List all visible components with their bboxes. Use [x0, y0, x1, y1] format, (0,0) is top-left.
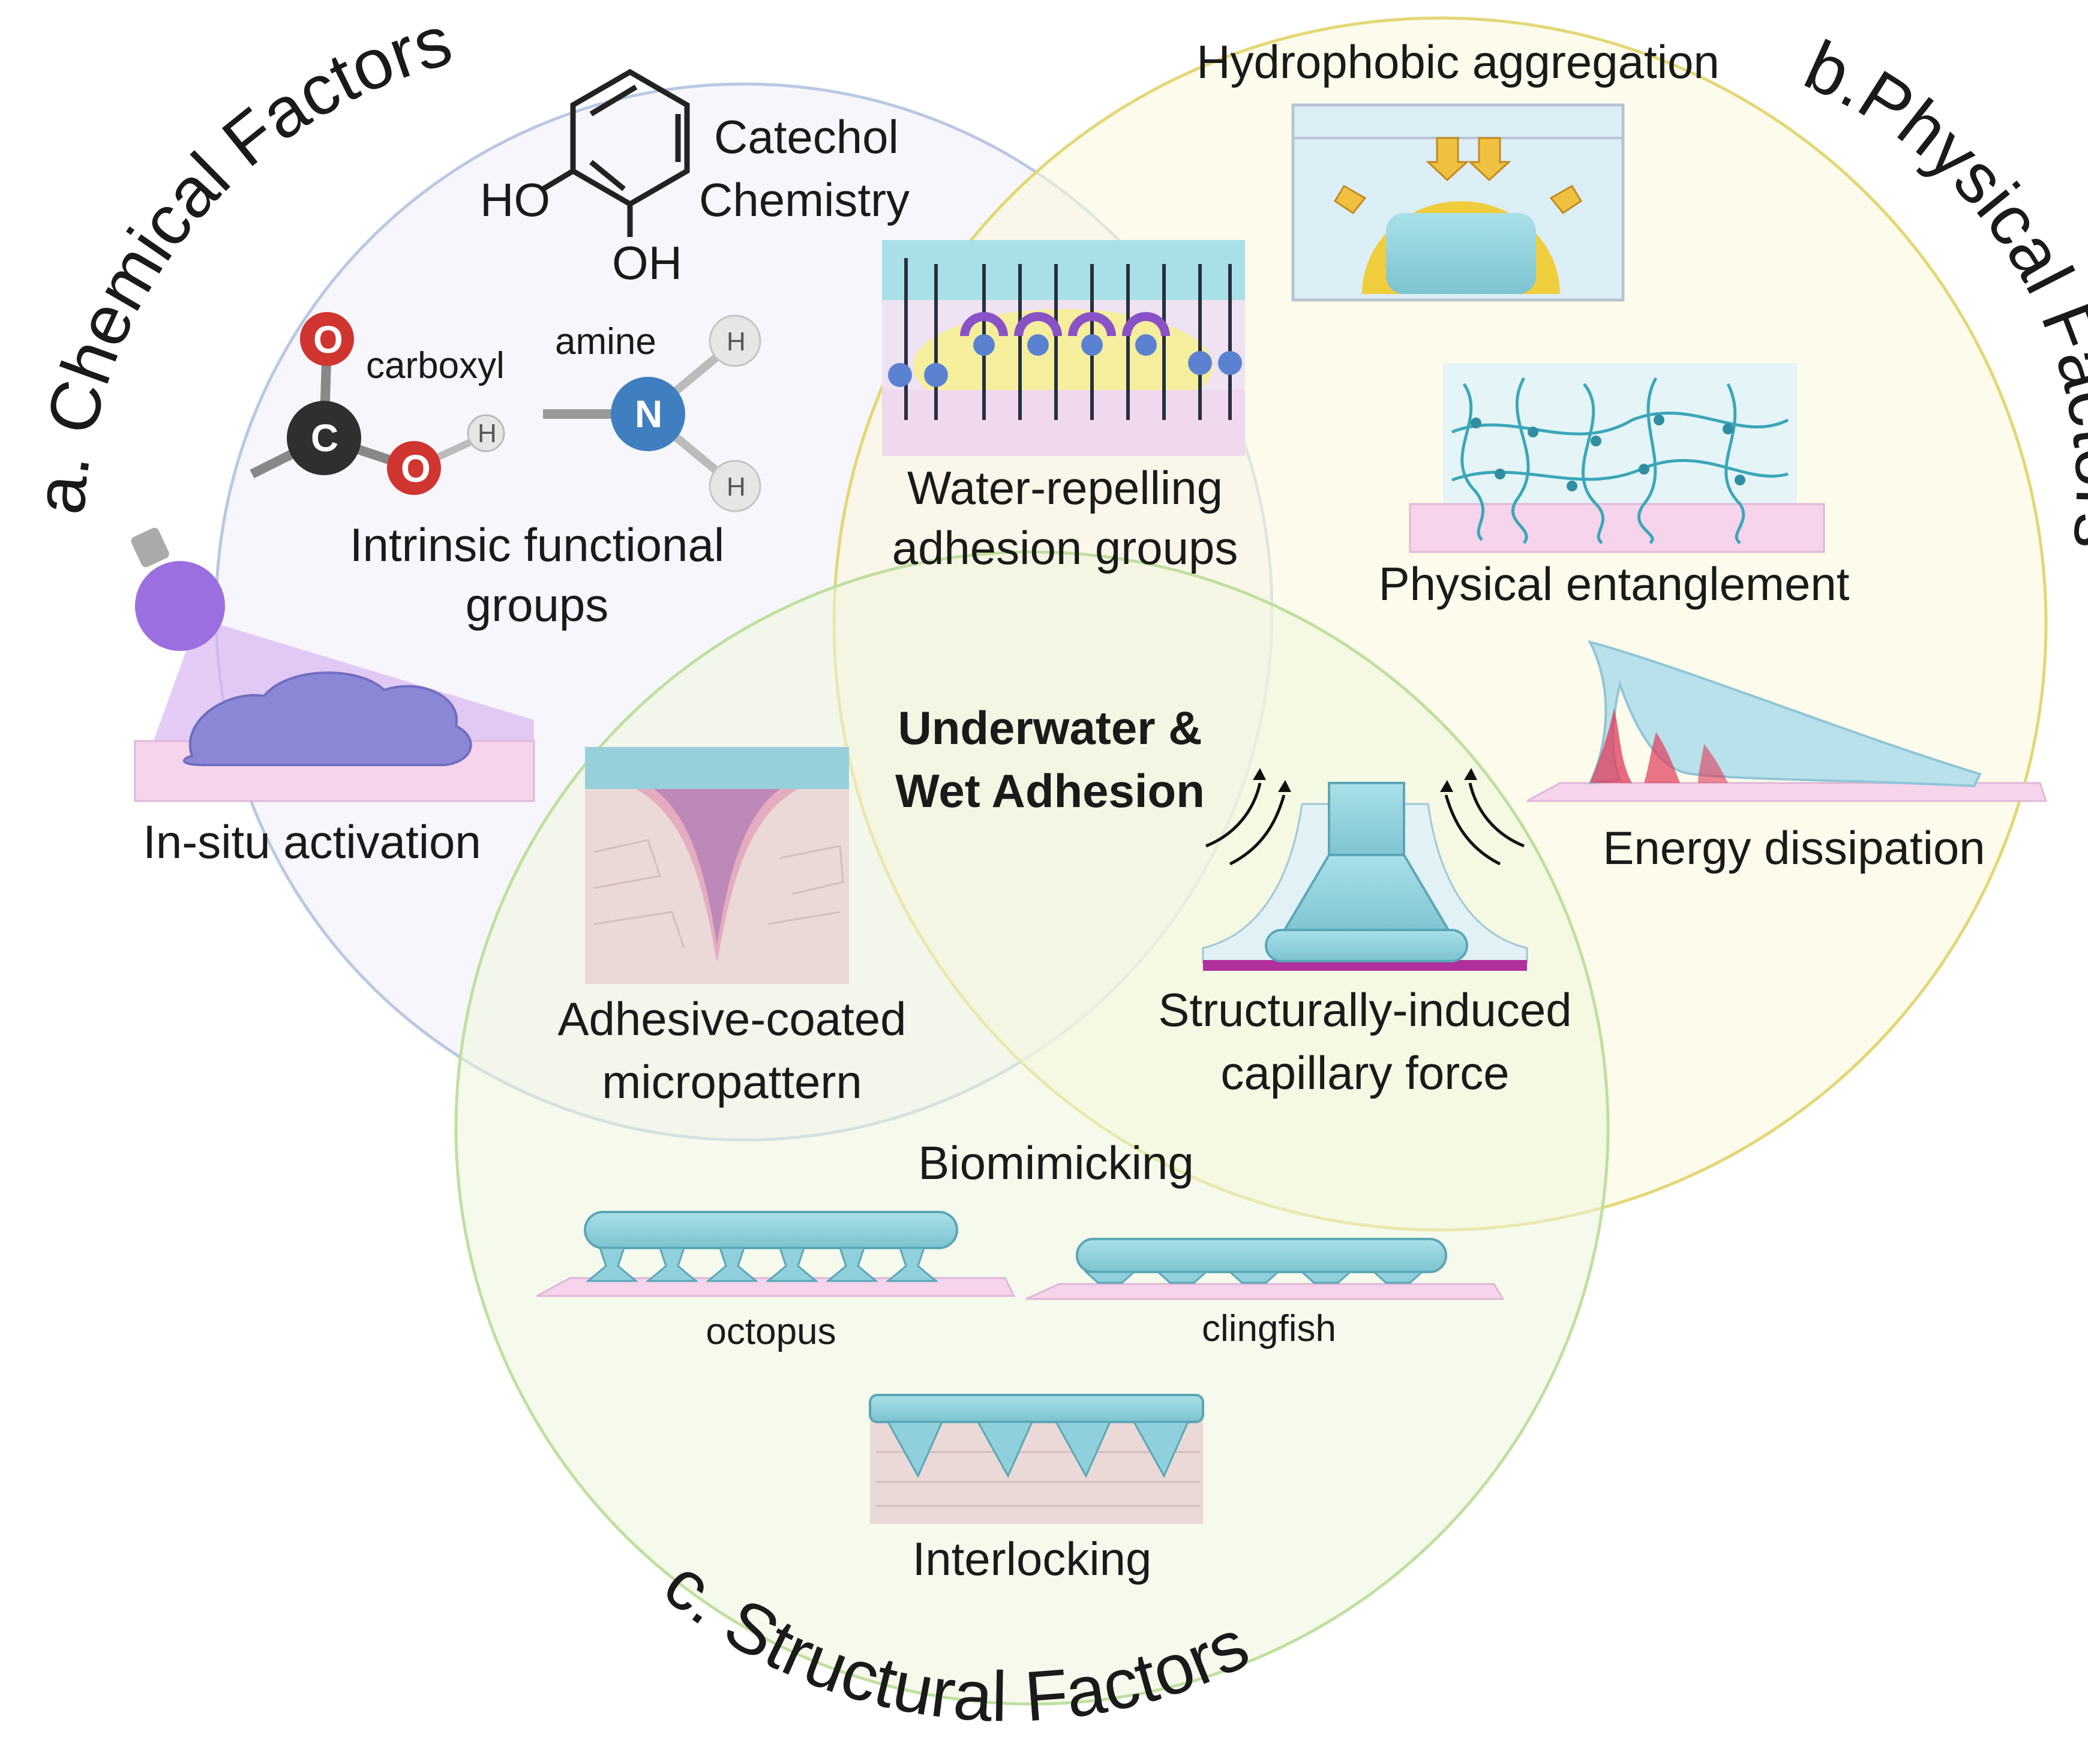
energy-dissipation-icon [1526, 640, 2048, 802]
atom-h-carboxyl: H [478, 419, 497, 448]
capillary-label-line1: Structurally-induced [1158, 983, 1571, 1036]
atom-o-bottom: O [401, 447, 431, 490]
catechol-label-line1: Catechol [714, 110, 899, 163]
intrinsic-label-line1: Intrinsic functional [350, 518, 724, 571]
interlocking-icon [869, 1394, 1204, 1524]
carboxyl-label: carboxyl [366, 345, 505, 386]
catechol-structure-icon [541, 68, 690, 237]
micropattern-icon [585, 747, 849, 984]
center-label-line2: Wet Adhesion [895, 764, 1205, 817]
interlocking-label: Interlocking [913, 1532, 1152, 1585]
water-repelling-label-line1: Water-repelling [907, 461, 1223, 514]
hydrophobic-label: Hydrophobic aggregation [1196, 35, 1720, 88]
hydrophobic-aggregation-icon [1291, 103, 1625, 302]
center-label-line1: Underwater & [898, 701, 1202, 754]
biomimicking-label: Biomimicking [918, 1136, 1193, 1189]
catechol-label-line2: Chemistry [699, 173, 910, 226]
atom-h-amine-bottom: H [727, 472, 746, 502]
atom-c: C [311, 416, 338, 460]
capillary-force-icon [1202, 768, 1528, 971]
amine-label: amine [555, 321, 656, 362]
insitu-label: In-situ activation [143, 815, 481, 868]
water-repelling-label-line2: adhesion groups [892, 521, 1238, 574]
atom-h-amine-top: H [727, 327, 746, 356]
entanglement-label: Physical entanglement [1379, 557, 1850, 610]
energy-label: Energy dissipation [1603, 821, 1985, 874]
amine-molecule-icon [543, 314, 761, 512]
clingfish-icon [1025, 1238, 1505, 1300]
in-situ-gel-icon [134, 671, 535, 802]
capillary-label-line2: capillary force [1220, 1046, 1509, 1099]
micropattern-label-line1: Adhesive-coated [557, 992, 906, 1045]
atom-o-top: O [313, 318, 343, 361]
atom-n: N [635, 392, 662, 436]
intrinsic-label-line2: groups [466, 578, 609, 631]
physical-entanglement-icon [1409, 363, 1825, 553]
micropattern-label-line2: micropattern [602, 1055, 862, 1108]
octopus-icon [536, 1211, 1016, 1297]
oh-label: OH [612, 236, 682, 289]
carboxyl-molecule-icon [250, 312, 505, 495]
octopus-label: octopus [706, 1311, 836, 1352]
water-repelling-icon [882, 240, 1245, 456]
ho-label: HO [480, 173, 550, 226]
clingfish-label: clingfish [1202, 1308, 1336, 1349]
